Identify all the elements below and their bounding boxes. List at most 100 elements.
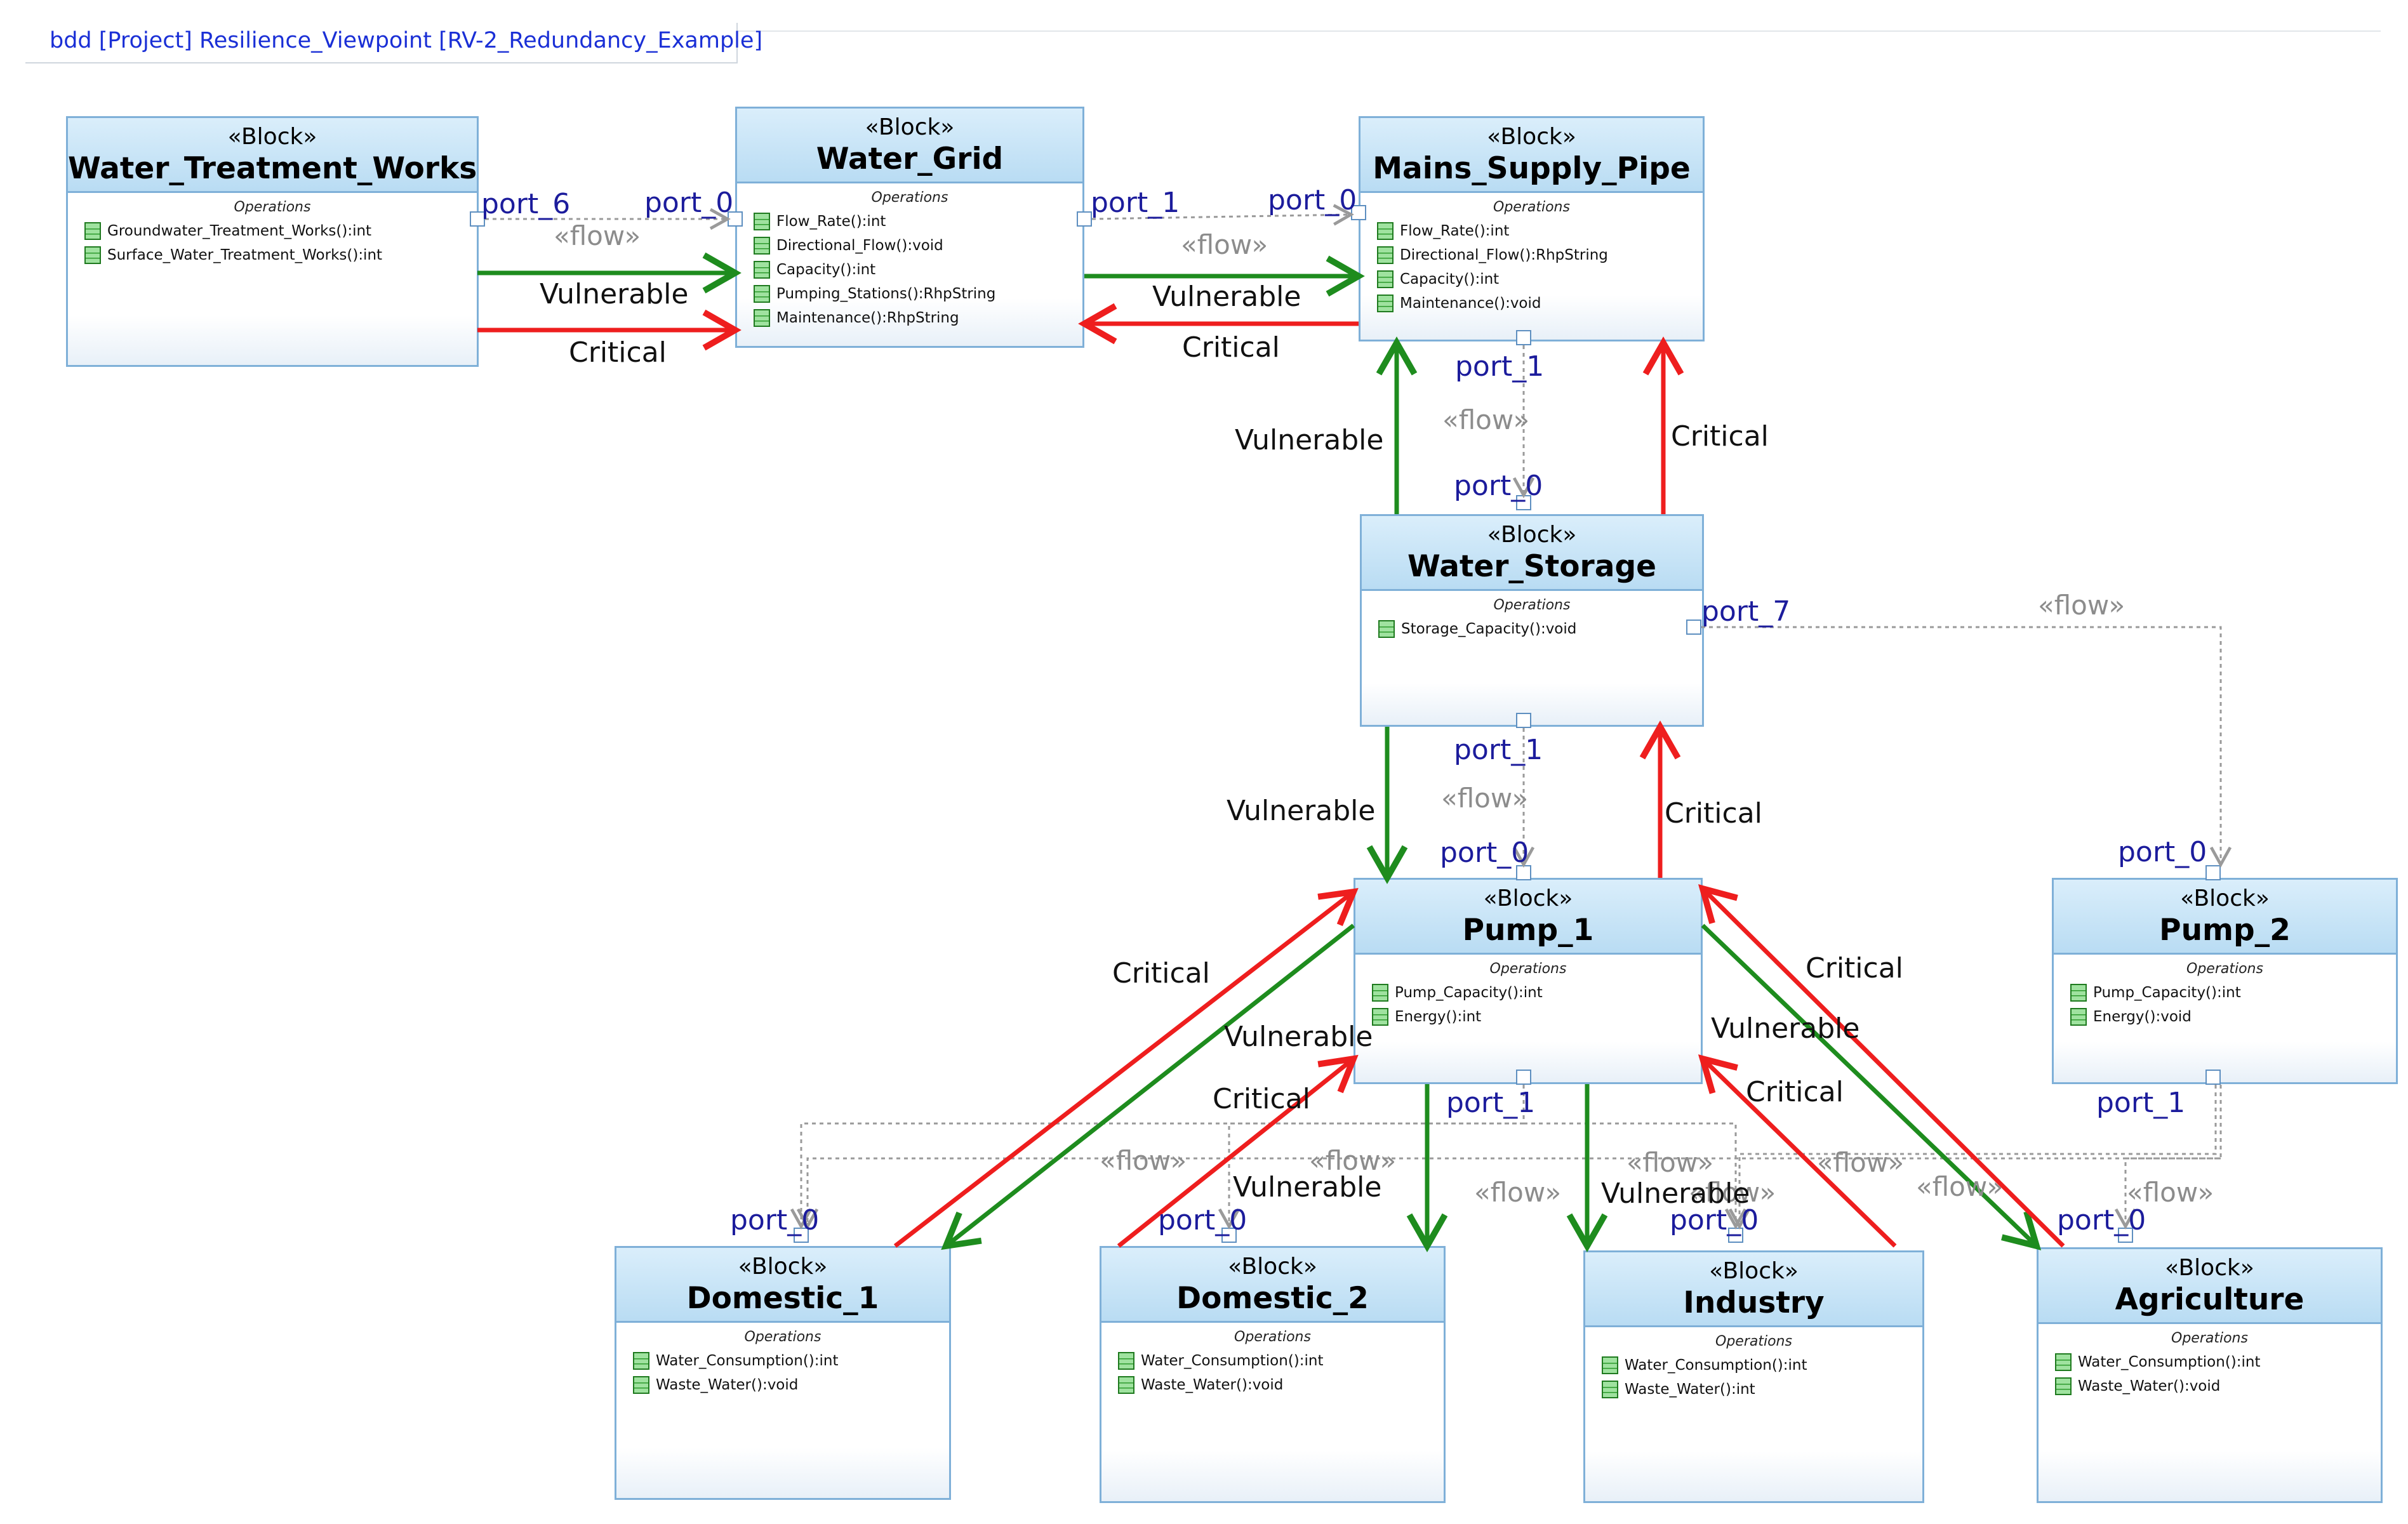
- vulnerable-dependency[interactable]: [941, 924, 1355, 1250]
- flow-label: «flow»: [2038, 590, 2125, 621]
- operation-row[interactable]: Energy():void: [2070, 1005, 2396, 1029]
- operation-row[interactable]: Water_Consumption():int: [1118, 1349, 1444, 1373]
- operation-row[interactable]: Directional_Flow():void: [754, 234, 1082, 258]
- relationship-label: Vulnerable: [1227, 795, 1375, 827]
- flow-label: «flow»: [1441, 783, 1528, 814]
- port-label: port_1: [1454, 734, 1543, 766]
- operation-row[interactable]: Water_Consumption():int: [633, 1349, 949, 1373]
- relationship-label: Vulnerable: [1224, 1021, 1373, 1053]
- relationship-label: Vulnerable: [1235, 424, 1383, 456]
- operation-label: Directional_Flow():void: [776, 237, 943, 254]
- operation-row[interactable]: Surface_Water_Treatment_Works():int: [84, 243, 477, 267]
- flow-connector[interactable]: [790, 1085, 1525, 1229]
- port-square[interactable]: [1516, 330, 1531, 345]
- block-stereotype: «Block»: [1483, 885, 1573, 911]
- port-label: port_0: [1268, 184, 1357, 216]
- relationship-label: Vulnerable: [1601, 1177, 1750, 1210]
- operation-row[interactable]: Waste_Water():void: [1118, 1373, 1444, 1397]
- operation-row[interactable]: Pump_Capacity():int: [2070, 981, 2396, 1005]
- relationship-label: Vulnerable: [1711, 1012, 1859, 1045]
- port-square[interactable]: [1077, 211, 1092, 227]
- flow-label: «flow»: [1689, 1177, 1776, 1208]
- diagram-frame-line: [736, 30, 2381, 32]
- operation-row[interactable]: Water_Consumption():int: [2055, 1350, 2381, 1374]
- flow-connector[interactable]: [796, 1085, 2222, 1229]
- operations-header: Operations: [1493, 597, 1571, 613]
- operation-row[interactable]: Storage_Capacity():void: [1378, 617, 1702, 641]
- flow-label: «flow»: [1442, 404, 1529, 435]
- port-square[interactable]: [794, 1228, 809, 1243]
- flow-connector[interactable]: [1728, 1085, 2217, 1229]
- flow-label: «flow»: [1817, 1147, 1904, 1178]
- operation-icon: [1377, 295, 1394, 312]
- flow-connector[interactable]: [2114, 1157, 2221, 1229]
- critical-dependency[interactable]: [1698, 1054, 1897, 1248]
- block-stereotype: «Block»: [2165, 1255, 2254, 1281]
- block-stereotype: «Block»: [2180, 885, 2270, 911]
- operation-row[interactable]: Pump_Capacity():int: [1372, 981, 1701, 1005]
- operation-icon: [1377, 246, 1394, 264]
- port-square[interactable]: [1516, 1070, 1531, 1085]
- operation-icon: [633, 1352, 649, 1370]
- critical-dependency[interactable]: [1698, 884, 2065, 1248]
- port-square[interactable]: [1516, 713, 1531, 728]
- operation-row[interactable]: Pumping_Stations():RhpString: [754, 282, 1082, 306]
- operation-row[interactable]: Capacity():int: [754, 258, 1082, 282]
- port-square[interactable]: [1686, 620, 1701, 635]
- operation-row[interactable]: Flow_Rate():int: [1377, 219, 1703, 243]
- port-label: port_0: [2118, 836, 2207, 868]
- operations-header: Operations: [2186, 961, 2263, 977]
- critical-dependency[interactable]: [1117, 1054, 1359, 1248]
- critical-dependency[interactable]: [893, 887, 1359, 1248]
- operations-header: Operations: [2171, 1330, 2248, 1346]
- operation-label: Pump_Capacity():int: [1395, 984, 1543, 1001]
- operation-label: Water_Consumption():int: [1141, 1353, 1324, 1369]
- operation-label: Energy():void: [2093, 1009, 2192, 1025]
- vulnerable-dependency[interactable]: [1701, 924, 2042, 1250]
- operation-row[interactable]: Waste_Water():void: [2055, 1374, 2381, 1398]
- relationship-label: Vulnerable: [540, 278, 688, 310]
- port-square[interactable]: [1516, 865, 1531, 880]
- operation-row[interactable]: Capacity():int: [1377, 267, 1703, 291]
- block-header: «Block»Domestic_2: [1101, 1248, 1444, 1323]
- port-label: port_1: [1091, 187, 1180, 219]
- flow-connector[interactable]: [1091, 204, 1354, 226]
- operation-icon: [1118, 1376, 1134, 1394]
- operation-row[interactable]: Waste_Water():int: [1602, 1377, 1922, 1401]
- operation-icon: [754, 237, 770, 255]
- operation-row[interactable]: Water_Consumption():int: [1602, 1353, 1922, 1377]
- port-square[interactable]: [2205, 1070, 2221, 1085]
- operation-row[interactable]: Maintenance():void: [1377, 291, 1703, 315]
- operation-row[interactable]: Waste_Water():void: [633, 1373, 949, 1397]
- relationship-label: Critical: [1112, 957, 1210, 990]
- relationship-label: Critical: [569, 336, 667, 369]
- flow-connector[interactable]: [1524, 1122, 1747, 1229]
- block-header: «Block»Agriculture: [2039, 1249, 2381, 1324]
- operation-row[interactable]: Energy():int: [1372, 1005, 1701, 1029]
- operation-row[interactable]: Directional_Flow():RhpString: [1377, 243, 1703, 267]
- port-square[interactable]: [1728, 1228, 1743, 1243]
- operation-icon: [754, 213, 770, 230]
- port-square[interactable]: [470, 211, 485, 227]
- operation-label: Surface_Water_Treatment_Works():int: [107, 247, 383, 263]
- operation-row[interactable]: Flow_Rate():int: [754, 209, 1082, 234]
- operation-icon: [1602, 1356, 1618, 1374]
- operation-row[interactable]: Groundwater_Treatment_Works():int: [84, 219, 477, 243]
- block-header: «Block»Water_Storage: [1362, 516, 1702, 591]
- operation-row[interactable]: Maintenance():RhpString: [754, 306, 1082, 330]
- operation-label: Waste_Water():void: [656, 1377, 799, 1393]
- flow-connector[interactable]: [1701, 626, 2232, 868]
